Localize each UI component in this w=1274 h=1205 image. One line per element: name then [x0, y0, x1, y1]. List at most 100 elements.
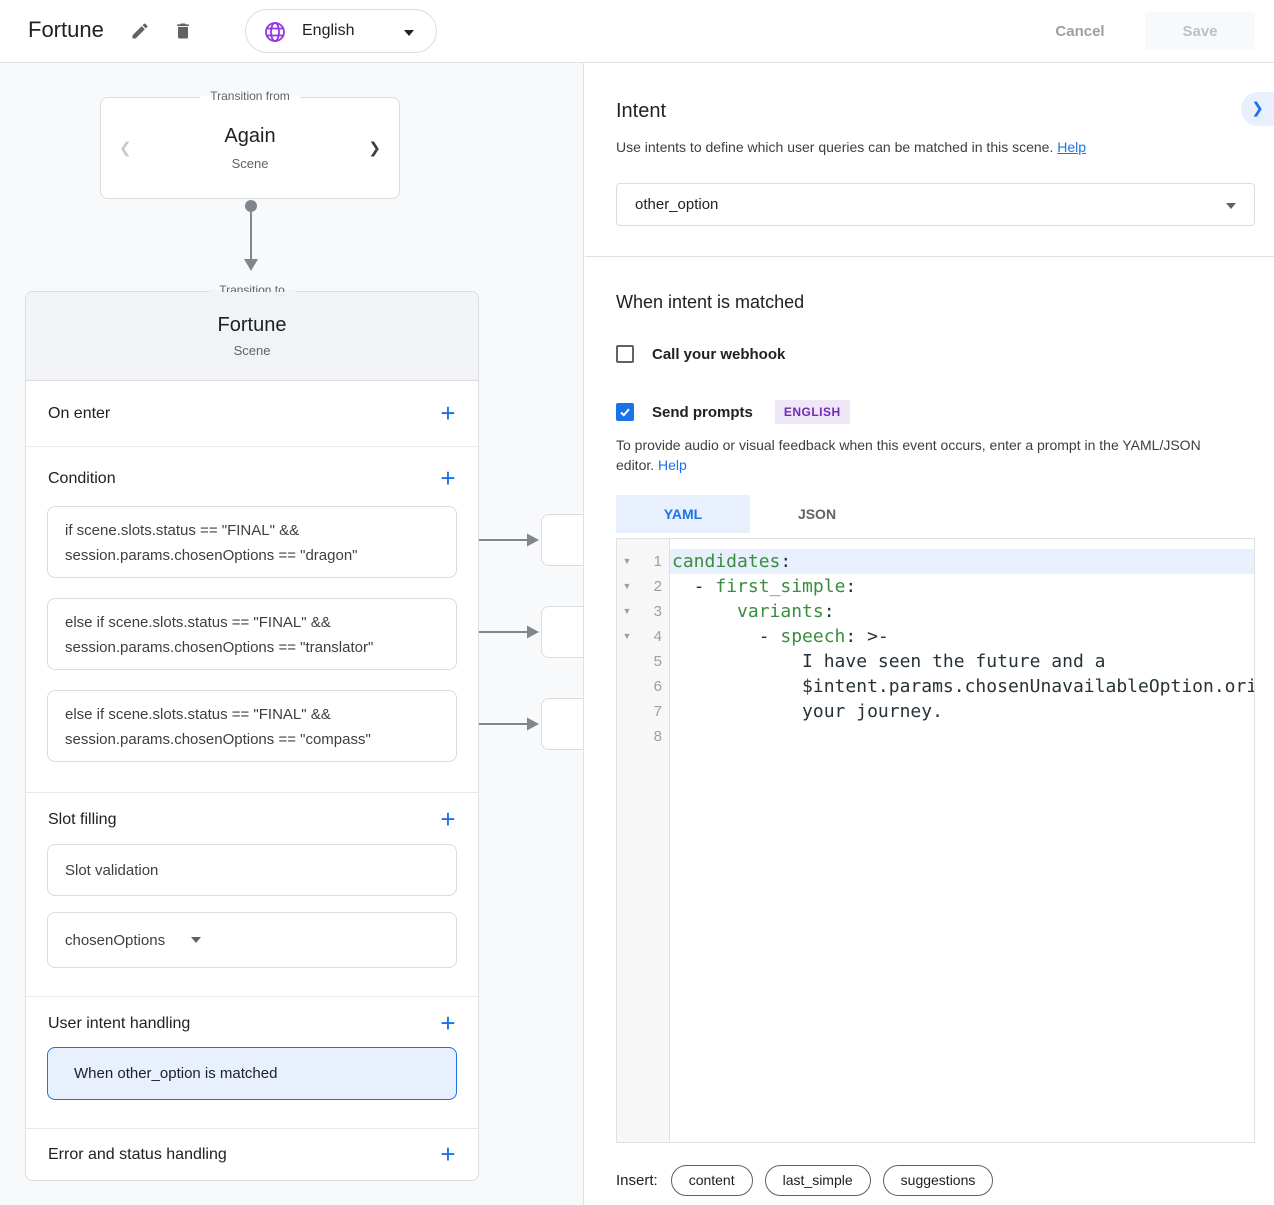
code-line[interactable]: 6 $intent.params.chosenUnavailableOption…: [617, 674, 1254, 699]
intent-select[interactable]: other_option: [616, 183, 1255, 226]
fold-spacer: [617, 649, 637, 674]
code-text: candidates:: [670, 549, 1254, 574]
scene-flow-panel: Transition from ❮ ❯ Again Scene Transiti…: [0, 62, 584, 1205]
slot-name-label: chosenOptions: [65, 931, 166, 949]
divider: [26, 446, 478, 447]
save-button[interactable]: Save: [1145, 12, 1255, 50]
add-intent-handler-button[interactable]: +: [440, 1008, 456, 1038]
intent-handler-label: When other_option is matched: [74, 1065, 278, 1082]
prev-scene-chevron-icon[interactable]: ❮: [119, 140, 132, 157]
intent-description: Use intents to define which user queries…: [616, 139, 1086, 155]
matched-heading: When intent is matched: [616, 292, 805, 312]
send-prompts-checkbox-row[interactable]: Send prompts ENGLISH: [616, 400, 850, 424]
slot-filling-label: Slot filling: [48, 811, 117, 828]
help-link[interactable]: Help: [658, 457, 687, 473]
code-text: - first_simple:: [672, 576, 857, 597]
condition-line: if scene.slots.status == "FINAL" &&: [65, 522, 300, 539]
code-line[interactable]: 5 I have seen the future and a: [617, 649, 1254, 674]
scene-header: Fortune Scene: [26, 292, 478, 381]
to-scene-type: Scene: [233, 343, 271, 358]
cancel-button[interactable]: Cancel: [1040, 12, 1120, 50]
condition-card[interactable]: else if scene.slots.status == "FINAL" &&…: [47, 690, 457, 762]
to-scene-name: Fortune: [217, 314, 287, 336]
fold-toggle-icon[interactable]: ▼: [622, 631, 632, 641]
condition-line: session.params.chosenOptions == "dragon": [65, 547, 358, 564]
insert-row: Insert: content last_simple suggestions: [616, 1165, 1005, 1196]
tab-json[interactable]: JSON: [750, 495, 884, 533]
code-text: your journey.: [672, 701, 943, 722]
code-line[interactable]: ▼2 - first_simple:: [617, 574, 1254, 599]
slot-name-dropdown[interactable]: chosenOptions: [47, 912, 457, 968]
insert-label: Insert:: [616, 1172, 658, 1189]
add-condition-button[interactable]: +: [440, 463, 456, 493]
code-text: variants:: [737, 601, 835, 622]
fold-toggle-icon[interactable]: ▼: [622, 556, 632, 566]
transition-from-legend: Transition from: [200, 89, 300, 103]
tab-yaml[interactable]: YAML: [616, 495, 750, 533]
transition-target-stub[interactable]: [541, 698, 583, 750]
add-on-enter-button[interactable]: +: [440, 398, 456, 428]
fold-toggle-icon[interactable]: ▼: [622, 581, 632, 591]
slot-validation-label: Slot validation: [65, 861, 159, 879]
from-scene-type: Scene: [231, 156, 269, 171]
add-error-handler-button[interactable]: +: [440, 1139, 456, 1169]
slot-validation-card[interactable]: Slot validation: [47, 844, 457, 896]
transition-from-card: Transition from ❮ ❯ Again Scene: [100, 89, 400, 199]
prompt-hint-line2: editor.: [616, 457, 655, 473]
transition-target-stub[interactable]: [541, 514, 583, 566]
checkbox-unchecked-icon[interactable]: [616, 345, 634, 363]
edit-icon[interactable]: [130, 21, 150, 41]
condition-card[interactable]: if scene.slots.status == "FINAL" && sess…: [47, 506, 457, 578]
condition-label: Condition: [48, 470, 116, 487]
intent-handler-card-selected[interactable]: When other_option is matched: [47, 1047, 457, 1100]
intent-select-value: other_option: [635, 196, 719, 213]
send-prompts-label: Send prompts: [652, 403, 753, 421]
checkbox-checked-icon[interactable]: [616, 403, 634, 421]
line-number: 8: [653, 728, 662, 745]
code-text: - speech: >-: [672, 626, 889, 647]
code-text: $intent.params.chosenUnavailableOption.o…: [672, 676, 1254, 697]
divider: [26, 996, 478, 997]
dropdown-caret-icon: [1226, 203, 1236, 209]
code-line[interactable]: ▼4 - speech: >-: [617, 624, 1254, 649]
insert-suggestions-chip[interactable]: suggestions: [882, 1165, 994, 1196]
from-scene-name[interactable]: Again: [224, 125, 276, 147]
language-selector[interactable]: English: [245, 9, 437, 53]
condition-line: session.params.chosenOptions == "compass…: [65, 731, 371, 748]
code-line[interactable]: 7 your journey.: [617, 699, 1254, 724]
intent-editor-panel: Intent ❯ Use intents to define which use…: [585, 62, 1274, 1205]
globe-icon: [265, 22, 285, 42]
divider: [26, 1128, 478, 1129]
dropdown-caret-icon: [404, 30, 414, 36]
condition-card[interactable]: else if scene.slots.status == "FINAL" &&…: [47, 598, 457, 670]
add-slot-button[interactable]: +: [440, 804, 456, 834]
collapse-panel-button[interactable]: ❯: [1241, 92, 1274, 126]
transition-to-card: Transition to Fortune Scene On enter + C…: [25, 283, 479, 1181]
dropdown-caret-icon: [191, 937, 202, 943]
chevron-right-icon: ❯: [1251, 100, 1264, 117]
line-number: 3: [653, 603, 662, 620]
line-number: 6: [653, 678, 662, 695]
insert-content-chip[interactable]: content: [670, 1165, 753, 1196]
code-line[interactable]: ▼ 3 variants:: [617, 599, 1254, 624]
transition-target-stub[interactable]: [541, 606, 583, 658]
code-text: I have seen the future and a: [672, 651, 1106, 672]
condition-line: session.params.chosenOptions == "transla…: [65, 639, 374, 656]
delete-icon[interactable]: [173, 21, 193, 41]
user-intent-handling-label: User intent handling: [48, 1015, 191, 1032]
insert-last-simple-chip[interactable]: last_simple: [764, 1165, 871, 1196]
prompt-hint-line1: To provide audio or visual feedback when…: [616, 437, 1201, 453]
help-link[interactable]: Help: [1057, 139, 1087, 155]
next-scene-chevron-icon[interactable]: ❯: [368, 140, 381, 157]
fold-toggle-icon[interactable]: ▼: [622, 606, 632, 616]
code-line[interactable]: 8: [617, 724, 1254, 749]
fold-spacer: [617, 724, 637, 749]
webhook-checkbox-row[interactable]: Call your webhook: [616, 345, 785, 363]
error-handling-label: Error and status handling: [48, 1146, 227, 1163]
language-badge: ENGLISH: [774, 400, 850, 424]
top-bar: Fortune English Cancel Save: [0, 0, 1274, 63]
condition-line: else if scene.slots.status == "FINAL" &&: [65, 614, 331, 631]
